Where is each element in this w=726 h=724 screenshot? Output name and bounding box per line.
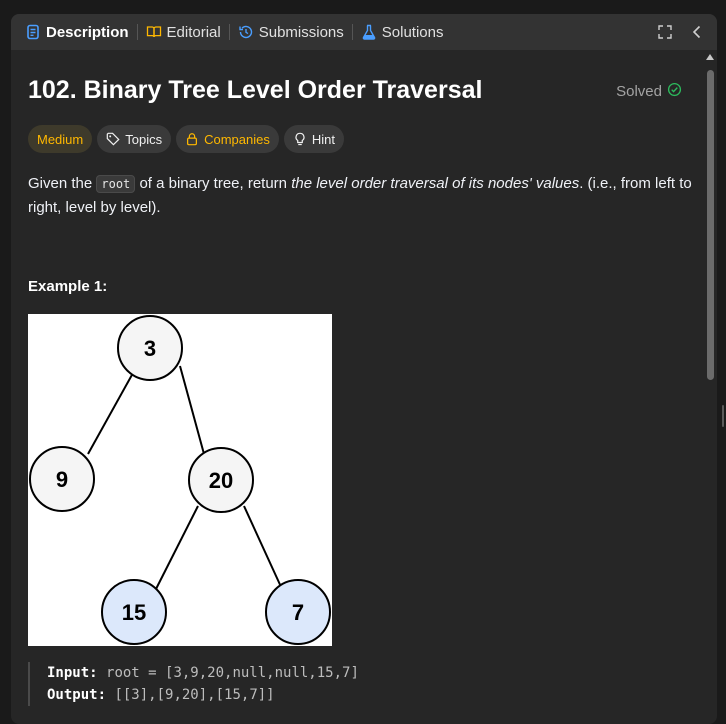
tab-divider: [228, 24, 230, 40]
topics-chip[interactable]: Topics: [97, 125, 172, 153]
solved-label: Solved: [616, 83, 662, 100]
tree-node: 9: [29, 446, 95, 512]
output-line: Output: [[3],[9,20],[15,7]]: [47, 684, 359, 706]
input-label: Input:: [47, 665, 98, 681]
maximize-icon[interactable]: [657, 24, 673, 40]
tag-icon: [106, 132, 120, 146]
description-icon: [25, 24, 41, 40]
input-line: Input: root = [3,9,20,null,null,15,7]: [47, 662, 359, 684]
example-heading: Example 1:: [28, 278, 108, 295]
tree-node: 15: [101, 579, 167, 645]
svg-text:7: 7: [292, 600, 304, 625]
input-value: root = [3,9,20,null,null,15,7]: [106, 665, 359, 681]
tree-node: 7: [265, 579, 331, 645]
problem-description: Given the root of a binary tree, return …: [28, 172, 693, 219]
tree-diagram: 3 9 20 15 7: [28, 314, 332, 646]
solved-status: Solved: [616, 82, 682, 101]
history-icon: [238, 24, 254, 40]
flask-icon: [361, 24, 377, 40]
svg-text:3: 3: [144, 336, 156, 361]
problem-content: 102. Binary Tree Level Order Traversal S…: [11, 50, 703, 724]
problem-panel: Description Editorial Submissions Soluti…: [11, 14, 717, 724]
desc-text: Given the: [28, 175, 97, 192]
tab-submissions-label: Submissions: [258, 23, 344, 41]
svg-text:9: 9: [56, 467, 68, 492]
tab-editorial-label: Editorial: [166, 23, 221, 41]
desc-text: . (i.e., from left to right, level by le…: [28, 175, 692, 216]
svg-text:15: 15: [122, 600, 146, 625]
hint-label: Hint: [311, 131, 335, 147]
inline-code: root: [96, 175, 136, 193]
tab-bar: Description Editorial Submissions Soluti…: [11, 14, 717, 50]
difficulty-badge[interactable]: Medium: [28, 125, 93, 153]
collapse-chevron-icon[interactable]: [689, 24, 705, 40]
lock-icon: [187, 133, 198, 146]
companies-label: Companies: [204, 131, 270, 147]
tab-description-label: Description: [46, 23, 129, 41]
companies-chip[interactable]: Companies: [176, 125, 279, 153]
hint-chip[interactable]: Hint: [283, 125, 344, 153]
tab-description[interactable]: Description: [19, 14, 135, 50]
desc-emphasis: the level order traversal of its nodes' …: [291, 175, 580, 192]
tag-chips: Medium Topics Companies Hint: [28, 125, 344, 153]
topics-label: Topics: [125, 131, 163, 147]
output-label: Output:: [47, 687, 107, 703]
tab-divider: [136, 24, 138, 40]
tree-node: 20: [188, 447, 254, 513]
tab-editorial[interactable]: Editorial: [140, 14, 227, 50]
tree-node: 3: [117, 315, 183, 381]
tab-submissions[interactable]: Submissions: [232, 14, 350, 50]
scroll-up-arrow-icon[interactable]: [706, 54, 714, 60]
output-value: [[3],[9,20],[15,7]]: [114, 687, 275, 703]
tab-solutions[interactable]: Solutions: [355, 14, 450, 50]
svg-text:20: 20: [209, 468, 233, 493]
tab-divider: [351, 24, 353, 40]
top-strip: [0, 0, 726, 14]
lightbulb-icon: [295, 132, 305, 146]
tab-solutions-label: Solutions: [381, 23, 444, 41]
scrollbar[interactable]: [703, 50, 717, 724]
scrollbar-thumb[interactable]: [707, 70, 714, 380]
book-icon: [146, 24, 162, 40]
panel-resize-handle[interactable]: [722, 405, 724, 427]
check-circle-icon: [667, 82, 682, 101]
desc-text: of a binary tree, return: [135, 175, 292, 192]
example-io-block: Input: root = [3,9,20,null,null,15,7] Ou…: [28, 662, 359, 706]
problem-title: 102. Binary Tree Level Order Traversal: [28, 76, 483, 104]
